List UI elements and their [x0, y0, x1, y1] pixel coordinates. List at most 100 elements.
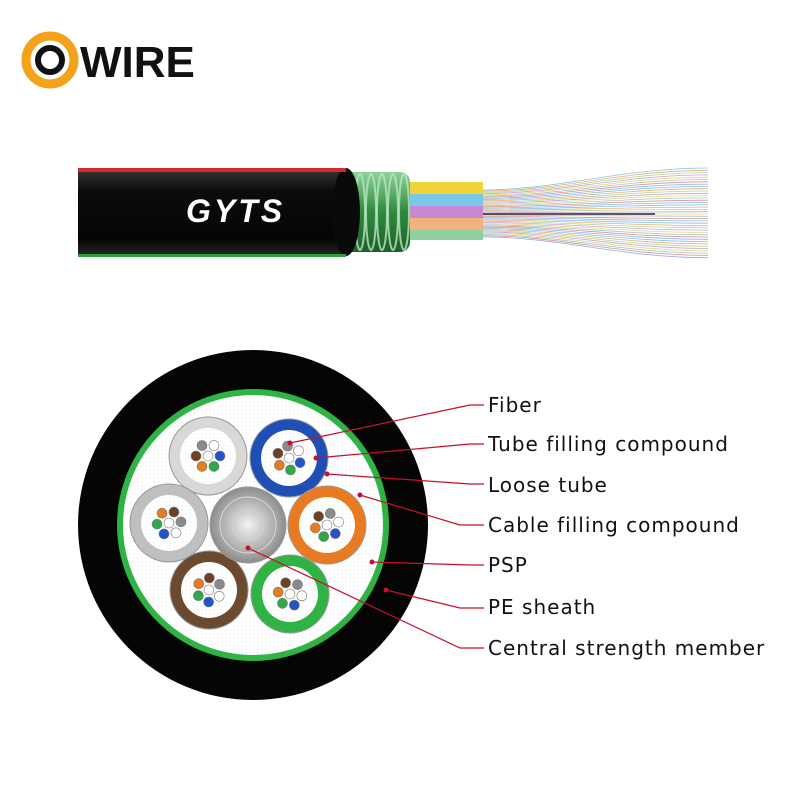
fiber-strand	[479, 167, 709, 191]
brand-logo: WIRE	[21, 31, 195, 89]
cable-side-view: GYTS	[78, 167, 709, 259]
fiber-strand	[479, 216, 709, 219]
fiber-dot	[170, 527, 182, 539]
label-tube-filling-compound: Tube filling compound	[487, 432, 729, 456]
label-fiber: Fiber	[488, 393, 542, 417]
leader-line	[385, 589, 484, 609]
label-psp: PSP	[488, 553, 528, 577]
fiber-dot	[292, 579, 303, 590]
fiber-dot	[294, 457, 306, 468]
fiber-dot	[168, 506, 180, 518]
fiber-dot	[324, 508, 336, 519]
fiber-dot	[196, 461, 208, 472]
fiber-strand	[479, 222, 709, 231]
fiber-strand	[479, 176, 709, 196]
loose-tube	[129, 483, 209, 563]
label-pe-sheath: PE sheath	[488, 595, 596, 619]
fiber-dot	[330, 528, 341, 539]
fiber-dot	[313, 511, 324, 522]
green-stripe	[78, 254, 346, 257]
fiber-dot	[214, 579, 225, 590]
fiber-strand	[479, 204, 709, 210]
jacket-print: GYTS	[186, 193, 285, 229]
fiber-dot	[213, 591, 225, 602]
fiber-strand	[479, 224, 709, 236]
fiber-strands	[479, 167, 709, 259]
leader-lines	[245, 404, 484, 649]
leader-dot	[357, 492, 363, 498]
fiber-strand	[479, 228, 709, 242]
leader-line	[326, 473, 484, 485]
label-loose-tube: Loose tube	[488, 473, 608, 497]
fiber-strand	[479, 214, 709, 217]
fiber-dot	[193, 590, 204, 601]
fiber-strand	[479, 218, 709, 224]
fiber-dot	[274, 459, 285, 471]
fiber-dot	[208, 461, 220, 472]
fiber-strand	[479, 230, 709, 247]
fiber-dot	[289, 599, 300, 611]
fiber-dot	[272, 448, 284, 459]
fiber-strand	[479, 183, 709, 199]
fiber-strand	[479, 174, 709, 194]
leader-line	[315, 443, 484, 459]
fiber-strand	[479, 195, 709, 205]
leader-line	[247, 547, 484, 649]
fiber-strand	[479, 220, 709, 229]
leader-line	[289, 404, 484, 444]
fiber-strand	[479, 226, 709, 240]
leader-line	[371, 561, 484, 566]
fiber-strand	[479, 232, 709, 252]
label-cable-filling-compound: Cable filling compound	[488, 513, 740, 537]
loose-tube	[169, 550, 249, 630]
fiber-strand	[479, 234, 709, 254]
fiber-dot	[204, 572, 215, 584]
loose-tube	[250, 554, 330, 634]
fiber-strand	[479, 202, 709, 209]
fiber-strand	[479, 197, 709, 206]
leader-dot	[245, 545, 251, 551]
fiber-dot	[175, 516, 187, 528]
armor-ring	[398, 173, 410, 251]
fiber-strand	[479, 186, 709, 200]
fiber-strand	[479, 169, 709, 192]
fiber-dot	[203, 596, 214, 608]
fiber-dot	[190, 450, 202, 462]
fiber-dot	[296, 590, 308, 602]
red-stripe	[78, 168, 346, 172]
leader-dot	[324, 471, 330, 477]
fiber-dot	[285, 464, 296, 476]
label-central-strength-member: Central strength member	[488, 636, 765, 660]
fiber-dot	[214, 450, 226, 462]
fiber-dot	[158, 528, 170, 540]
fiber-strand	[479, 229, 709, 245]
logo-ring-icon	[21, 31, 79, 89]
fiber-dot	[310, 522, 321, 534]
fiber-dot	[151, 518, 163, 530]
fiber-strand	[479, 172, 709, 193]
fiber-strand	[479, 206, 709, 211]
leader-dot	[313, 455, 319, 461]
fiber-strand	[479, 209, 709, 212]
fiber-dot	[277, 598, 288, 609]
loose-tube	[287, 485, 367, 565]
fiber-strand	[479, 235, 709, 256]
fiber-dot	[272, 586, 284, 598]
fiber-dot	[208, 440, 220, 451]
loose-tube	[168, 416, 248, 496]
leader-dot	[369, 559, 375, 565]
fiber-dot	[318, 531, 330, 542]
fiber-strand	[479, 236, 709, 259]
fiber-strand	[479, 199, 709, 208]
fiber-dot	[196, 440, 208, 451]
fiber-strand	[479, 223, 709, 233]
fiber-strand	[479, 225, 709, 238]
fiber-dot	[293, 445, 304, 457]
fiber-strand	[479, 217, 709, 222]
leader-dot	[383, 587, 389, 593]
fiber-strand	[479, 188, 709, 202]
cross-section	[78, 350, 428, 700]
leader-line	[359, 494, 484, 526]
fiber-strand	[479, 179, 709, 197]
